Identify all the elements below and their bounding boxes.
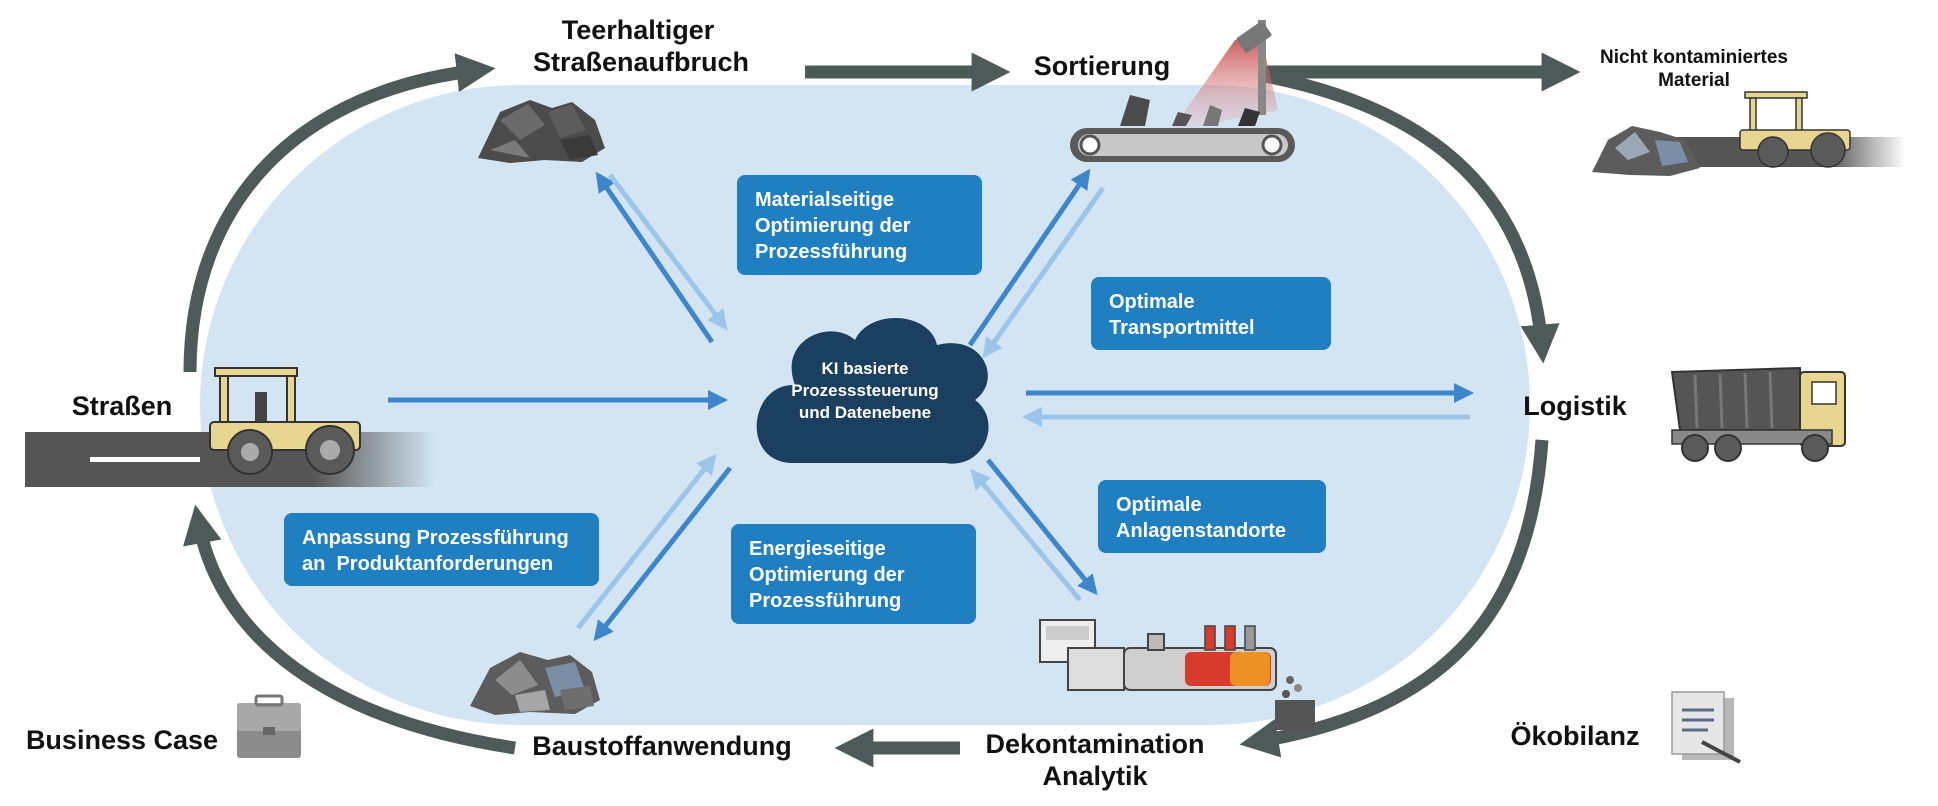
box-line: Optimale — [1109, 291, 1195, 313]
box-materialseitige-optimierung: Materialseitige Optimierung der Prozessf… — [737, 175, 982, 275]
label-line: Analytik — [1042, 761, 1148, 792]
label-oekobilanz: Ökobilanz — [1510, 721, 1640, 751]
conveyor-belt-icon — [1070, 20, 1295, 162]
rubble-pile-mixed-icon — [470, 652, 600, 715]
label-line: Teerhaltiger — [561, 15, 715, 45]
cloud-label: KI basierte Prozesssteuerung und Dateneb… — [775, 358, 955, 424]
box-line: Anlagenstandorte — [1116, 520, 1287, 542]
label-dekontamination-analytik: Dekontamination Analytik — [970, 728, 1220, 793]
decontamination-machine-icon — [1039, 619, 1315, 730]
box-line: Optimale — [1116, 494, 1202, 516]
ki-cloud-icon — [756, 318, 989, 464]
box-line: an Produktanforderungen — [302, 553, 554, 575]
label-line: und Datenebene — [798, 403, 932, 423]
label-teerhaltiger-strassenaufbruch: Teerhaltiger Straßenaufbruch — [533, 14, 750, 79]
label-line: Nicht kontaminiertes — [1600, 47, 1788, 68]
label-sortierung: Sortierung — [1033, 51, 1171, 81]
box-energieseitige-optimierung: Energieseitige Optimierung der Prozessfü… — [731, 524, 976, 624]
box-line: Optimierung der — [755, 215, 911, 237]
box-optimale-anlagenstandorte: Optimale Anlagenstandorte — [1098, 480, 1326, 553]
box-line: Prozessführung — [749, 590, 902, 612]
box-line: Materialseitige — [755, 189, 894, 211]
label-business-case: Business Case — [25, 725, 219, 755]
box-optimale-transportmittel: Optimale Transportmittel — [1091, 277, 1331, 350]
label-line: Straßenaufbruch — [533, 47, 750, 78]
box-line: Optimierung der — [749, 564, 905, 586]
inner-arrows — [388, 168, 1474, 642]
box-line: Energieseitige — [749, 538, 886, 560]
label-baustoffanwendung: Baustoffanwendung — [532, 731, 792, 761]
cycle-arrows — [183, 52, 1581, 768]
label-logistik: Logistik — [1523, 391, 1627, 421]
rubble-pile-icon — [478, 100, 605, 163]
dump-truck-icon — [1670, 366, 1846, 462]
box-line: Prozessführung — [755, 241, 908, 263]
label-line: Material — [1658, 69, 1730, 91]
label-line: Dekontamination — [985, 729, 1205, 759]
label-line: KI basierte — [821, 359, 909, 378]
label-nicht-kontaminiertes-material: Nicht kontaminiertes Material — [1578, 47, 1810, 93]
box-line: Anpassung Prozessführung — [302, 527, 569, 549]
road-roller-small-icon — [1739, 91, 1851, 168]
briefcase-icon — [237, 694, 301, 758]
label-line: Prozesssteuerung — [791, 381, 939, 401]
label-strassen: Straßen — [71, 391, 173, 421]
box-line: Transportmittel — [1109, 317, 1255, 339]
road-roller-icon — [209, 367, 361, 475]
rubble-pile-small-icon — [1592, 126, 1700, 176]
box-anpassung-prozessfuehrung: Anpassung Prozessführung an Produktanfor… — [284, 513, 599, 586]
document-pen-icon — [1671, 691, 1741, 764]
